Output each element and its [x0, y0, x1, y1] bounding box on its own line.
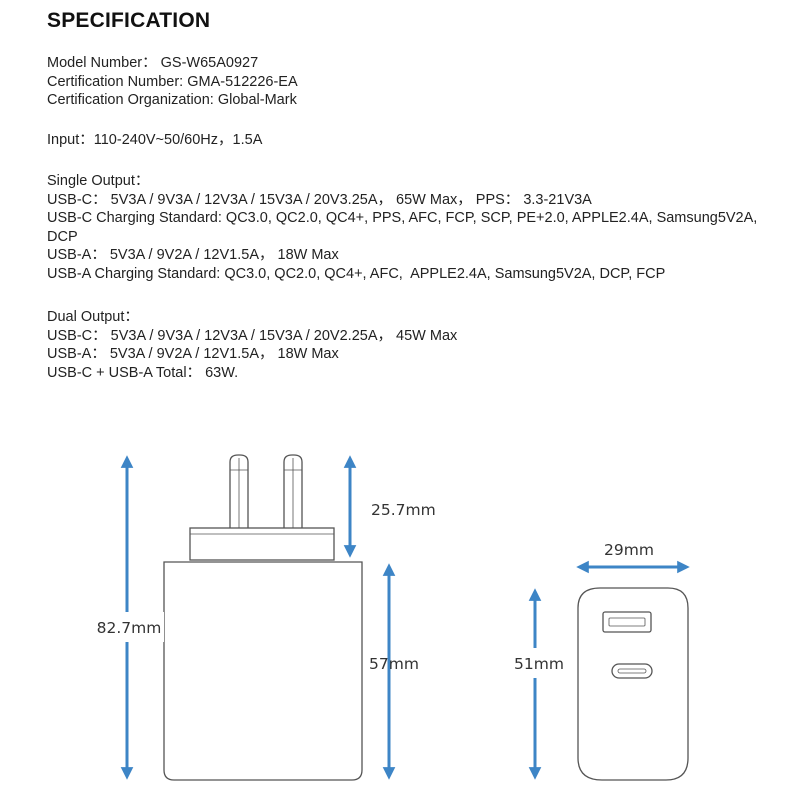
dual-output-heading: Dual Output： — [47, 309, 139, 325]
single-usb-c-spec: USB-C： 5V3A / 9V3A / 12V3A / 15V3A / 20V… — [47, 191, 592, 208]
width-label: 29mm — [604, 541, 654, 559]
usb-a-port — [602, 611, 652, 633]
input-spec: Input：110-240V~50/60Hz，1.5A — [47, 132, 263, 148]
charger-body-front — [577, 587, 689, 781]
usb-c-port — [611, 663, 653, 679]
dual-usb-c-spec: USB-C： 5V3A / 9V3A / 12V3A / 15V3A / 20V… — [47, 327, 458, 344]
single-usb-a-spec: USB-A： 5V3A / 9V2A / 12V1.5A， 18W Max — [47, 247, 339, 263]
total-height-label: 82.7mm — [97, 619, 162, 637]
charger-side-view — [163, 454, 363, 781]
identity-block: Model Number： GS-W65A0927 Certification … — [47, 54, 787, 110]
single-usb-a-standard: USB-A Charging Standard: QC3.0, QC2.0, Q… — [47, 265, 666, 282]
charger-body-side — [163, 561, 363, 781]
dual-output-block: Dual Output： USB-C： 5V3A / 9V3A / 12V3A … — [47, 308, 787, 382]
plug-base — [189, 527, 335, 561]
body-height-label: 57mm — [369, 655, 419, 673]
plug-prong-right — [283, 454, 303, 528]
page-title: SPECIFICATION — [47, 9, 211, 32]
single-output-heading: Single Output： — [47, 173, 150, 189]
model-number: Model Number： GS-W65A0927 — [47, 55, 259, 71]
certification-organization: Certification Organization: Global-Mark — [47, 92, 297, 108]
charger-front-view — [577, 587, 689, 781]
front-height-label: 51mm — [514, 655, 564, 673]
prong-height-label: 25.7mm — [371, 501, 436, 519]
dual-usb-a-spec: USB-A： 5V3A / 9V2A / 12V1.5A， 18W Max — [47, 346, 339, 362]
single-output-block: Single Output： USB-C： 5V3A / 9V3A / 12V3… — [47, 172, 787, 283]
dimension-diagram: 82.7mm 25.7mm 57mm 29mm 51mm — [92, 454, 690, 781]
plug-prong-left — [229, 454, 249, 528]
input-block: Input：110-240V~50/60Hz，1.5A — [47, 131, 787, 150]
dual-total-spec: USB-C + USB-A Total： 63W. — [47, 364, 239, 381]
single-usb-c-standard: USB-C Charging Standard: QC3.0, QC2.0, Q… — [47, 210, 758, 245]
certification-number: Certification Number: GMA-512226-EA — [47, 73, 298, 90]
